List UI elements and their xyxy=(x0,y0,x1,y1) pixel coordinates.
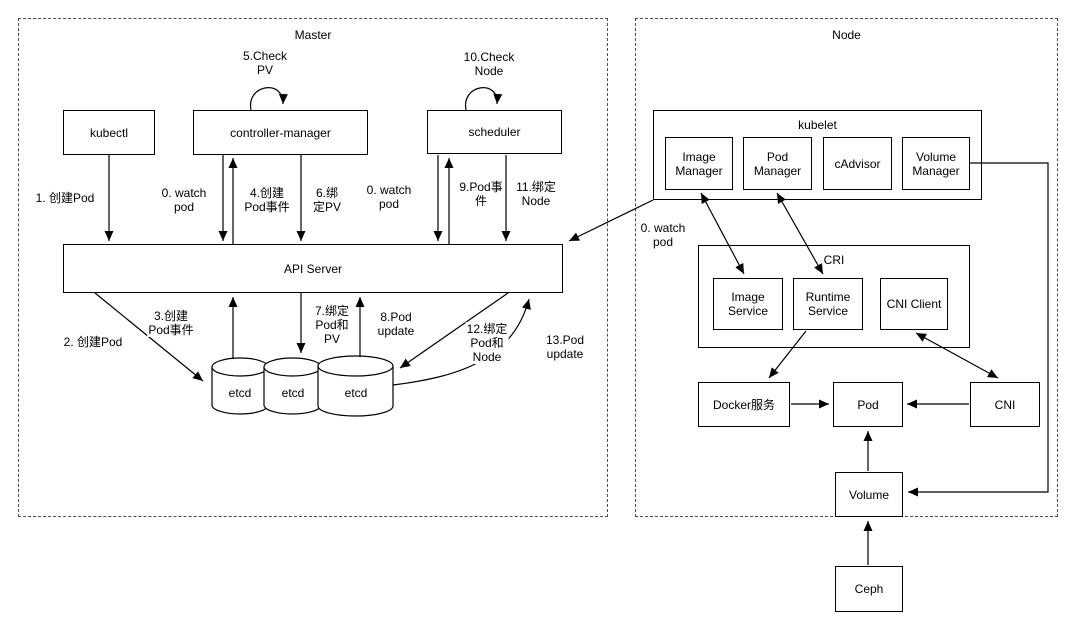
cadvisor-box: cAdvisor xyxy=(823,137,892,190)
edge-label-10-check-node: 10.Check Node xyxy=(462,50,516,78)
edge-label-6-bind-pv: 6.绑 定PV xyxy=(311,186,343,214)
cri-label: CRI xyxy=(823,253,845,267)
cni-box: CNI xyxy=(970,382,1040,427)
arrow-image-manager-image-service xyxy=(700,192,745,275)
cni-client-label: CNI Client xyxy=(886,297,942,311)
arrow-2-create-pod xyxy=(94,292,204,382)
etcd3-cylinder xyxy=(317,355,394,417)
edge-label-0-watch-pod-cm: 0. watch pod xyxy=(160,186,208,214)
cadvisor-label: cAdvisor xyxy=(834,156,881,171)
docker-label: Docker服务 xyxy=(712,397,775,412)
edge-label-0-watch-pod-sched: 0. watch pod xyxy=(365,183,413,211)
runtime-service-label: Runtime Service xyxy=(805,290,851,318)
controller-manager-box: controller-manager xyxy=(193,110,368,155)
volume-manager-label: Volume Manager xyxy=(912,149,960,178)
edge-label-1-create-pod: 1. 创建Pod xyxy=(34,191,96,205)
image-manager-box: Image Manager xyxy=(665,137,733,190)
edge-label-4-create-pod-event: 4.创建 Pod事件 xyxy=(243,186,291,214)
kubelet-box: kubelet xyxy=(653,110,982,200)
arrow-12-bind-pod-node xyxy=(399,292,509,369)
image-service-box: Image Service xyxy=(713,278,783,330)
etcd1-label: etcd xyxy=(228,386,252,400)
kubectl-label: kubectl xyxy=(89,125,129,140)
docker-box: Docker服务 xyxy=(698,382,790,427)
edge-label-7-bind-pod-pv: 7.绑定 Pod和 PV xyxy=(313,304,351,346)
ceph-label: Ceph xyxy=(854,582,884,596)
arrow-0-watch-pod-kubelet xyxy=(568,199,654,242)
etcd2-cylinder xyxy=(263,357,322,415)
image-manager-label: Image Manager xyxy=(675,149,723,178)
edge-label-2-create-pod: 2. 创建Pod xyxy=(62,335,124,349)
controller-manager-label: controller-manager xyxy=(230,125,331,140)
master-region-title: Master xyxy=(294,28,332,42)
api-server-label: API Server xyxy=(283,261,343,276)
api-server-box: API Server xyxy=(63,244,563,293)
runtime-service-box: Runtime Service xyxy=(793,278,863,330)
edge-label-9-pod-event: 9.Pod事 件 xyxy=(458,180,504,208)
etcd1-cylinder xyxy=(211,357,269,415)
image-service-label: Image Service xyxy=(727,290,768,318)
loop-5-check-pv xyxy=(250,87,288,111)
volume-box: Volume xyxy=(835,472,903,517)
edge-label-11-bind-node: 11.绑定 Node xyxy=(515,180,557,208)
pod-label: Pod xyxy=(857,397,879,412)
scheduler-box: scheduler xyxy=(427,110,562,154)
line-volume-manager-volume xyxy=(908,162,1049,497)
cni-client-box: CNI Client xyxy=(880,278,948,330)
loop-10-check-node xyxy=(465,87,503,111)
cni-label: CNI xyxy=(994,397,1016,412)
edge-label-12-bind-pod-node: 12.绑定 Pod和 Node xyxy=(465,322,509,364)
etcd3-label: etcd xyxy=(344,386,368,400)
arrow-runtime-service-docker xyxy=(768,330,807,379)
kubectl-box: kubectl xyxy=(63,110,155,155)
volume-manager-box: Volume Manager xyxy=(902,137,970,190)
node-region-title: Node xyxy=(832,28,861,42)
pod-manager-label: Pod Manager xyxy=(753,149,802,178)
edge-label-5-check-pv: 5.Check PV xyxy=(241,49,289,77)
etcd2-label: etcd xyxy=(281,386,305,400)
edge-label-0-watch-pod-kubelet: 0. watch pod xyxy=(639,221,687,249)
pod-manager-box: Pod Manager xyxy=(743,137,812,190)
pod-box: Pod xyxy=(833,382,903,427)
arrow-pod-manager-runtime-service xyxy=(776,192,824,275)
volume-label: Volume xyxy=(848,487,890,502)
ceph-box: Ceph xyxy=(835,566,903,612)
scheduler-label: scheduler xyxy=(468,125,521,139)
master-region: Master xyxy=(18,18,608,517)
kubelet-label: kubelet xyxy=(798,118,837,132)
edge-label-3-create-pod-event: 3.创建 Pod事件 xyxy=(147,309,195,337)
edge-label-13-pod-update: 13.Pod update xyxy=(544,333,586,361)
arrow-cni-client-cni xyxy=(915,332,999,379)
edge-label-8-pod-update: 8.Pod update xyxy=(376,310,416,338)
cri-box: CRI xyxy=(698,245,970,348)
